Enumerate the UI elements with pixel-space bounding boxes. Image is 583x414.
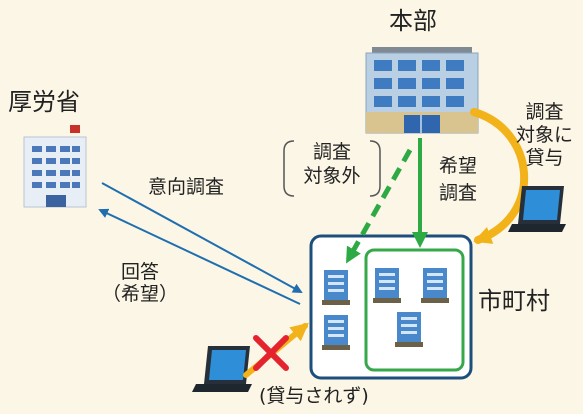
- hope-survey-line1: 希望: [438, 155, 477, 177]
- office-building-icon: [322, 270, 350, 305]
- office-building-icon: [373, 268, 401, 303]
- survey-excluded-label: 調査 対象外: [288, 141, 376, 189]
- intent-survey-arrow: [101, 182, 303, 293]
- answer-hope-text: （希望）: [101, 282, 178, 305]
- hope-group-box: [364, 248, 465, 372]
- answer-label: 回答 （希望）: [92, 261, 188, 306]
- headquarters-label: 本部: [389, 7, 437, 35]
- office-building-icon: [421, 268, 449, 303]
- answer-text: 回答: [120, 261, 159, 283]
- laptop-icon: [508, 186, 566, 232]
- survey-excluded-line2: 対象外: [303, 164, 361, 187]
- survey-excluded-line1: 調査: [312, 141, 351, 163]
- answer-arrow: [98, 208, 301, 305]
- mhlw-label: 厚労省: [8, 88, 80, 116]
- survey-target-line2: 対象に: [515, 123, 573, 146]
- survey-target-line3: 貸与: [525, 146, 564, 169]
- mhlw-building-icon: [23, 125, 87, 208]
- office-building-icon: [395, 312, 423, 347]
- hope-survey-line2: 調査: [438, 181, 477, 204]
- survey-target-lend-label: 調査 対象に 貸与: [506, 101, 583, 169]
- excluded-left-bracket: [283, 140, 295, 197]
- lend-arrow: [470, 108, 529, 244]
- excluded-dashed-arrow: [345, 148, 413, 264]
- office-building-icon: [322, 315, 350, 350]
- hope-survey-label: 希望 調査: [428, 153, 488, 206]
- cross-mark-icon: [253, 335, 289, 371]
- laptop-icon: [192, 346, 252, 392]
- municipality-label: 市町村: [478, 287, 550, 315]
- intent-survey-label: 意向調査: [148, 176, 225, 198]
- survey-target-line1: 調査: [525, 101, 564, 123]
- municipality-box: [309, 234, 473, 380]
- not-lent-label: (貸与されず): [259, 385, 369, 407]
- headquarters-building-icon: [365, 47, 479, 134]
- excluded-right-bracket: [369, 140, 381, 197]
